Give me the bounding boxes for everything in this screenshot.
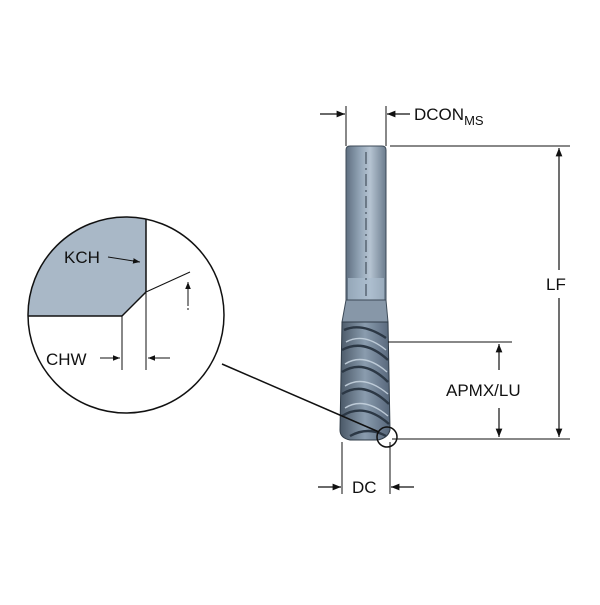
flute-helix-lines — [341, 326, 390, 438]
dcon-dimension: DCONMS — [320, 105, 484, 146]
dc-dimension: DC — [318, 442, 414, 497]
tool-neck — [341, 299, 389, 323]
tip-detail-marker — [376, 426, 398, 448]
lf-label: LF — [546, 275, 566, 294]
kch-label: KCH — [64, 248, 100, 267]
end-mill-tool — [339, 145, 391, 441]
dc-label: DC — [352, 478, 377, 497]
detail-circle-outline — [27, 216, 225, 414]
flute-highlights — [344, 337, 389, 417]
apmx-lu-label: APMX/LU — [446, 381, 521, 400]
dcon-label: DCONMS — [414, 105, 484, 128]
lf-dimension: LF — [390, 145, 570, 440]
detail-leader-line — [221, 363, 380, 433]
apmx-dimension: APMX/LU — [388, 341, 521, 437]
chw-label: CHW — [46, 350, 87, 369]
chamfer-detail-view: KCH CHW — [27, 216, 225, 414]
